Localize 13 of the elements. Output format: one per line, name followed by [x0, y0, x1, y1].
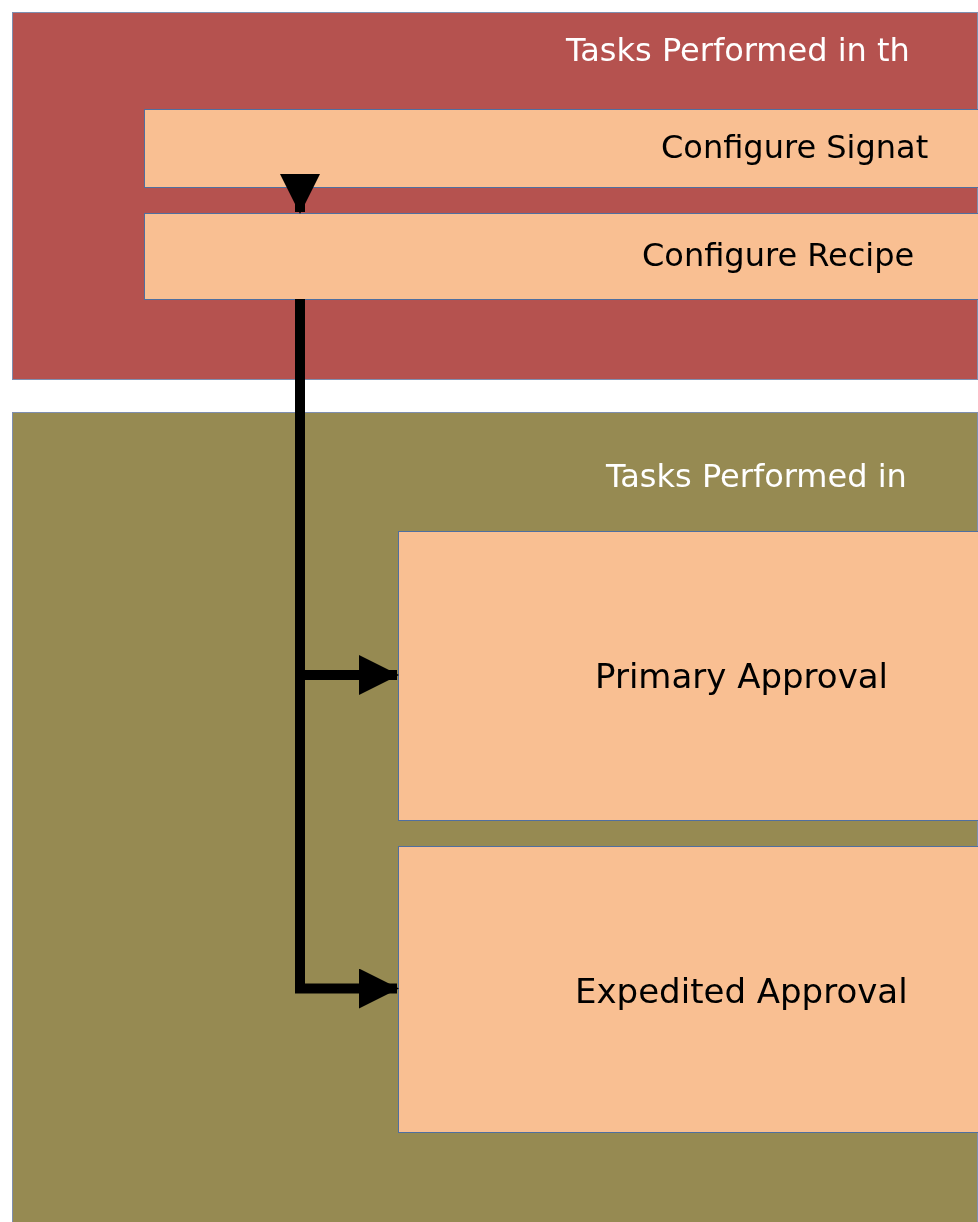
- section-title: Tasks Performed in: [606, 457, 907, 496]
- arrow: [280, 174, 320, 214]
- task-box: [144, 213, 978, 300]
- task-label: Configure Signat: [661, 128, 929, 167]
- section-band: [12, 412, 978, 1222]
- task-box: [144, 109, 978, 188]
- task-label: Configure Recipe: [642, 236, 915, 275]
- section-band: [12, 12, 978, 380]
- task-label: Expedited Approval: [575, 971, 908, 1012]
- approval-box: [398, 531, 978, 821]
- approval-box: [398, 846, 978, 1133]
- section-title: Tasks Performed in th: [566, 31, 910, 70]
- task-label: Primary Approval: [595, 656, 889, 697]
